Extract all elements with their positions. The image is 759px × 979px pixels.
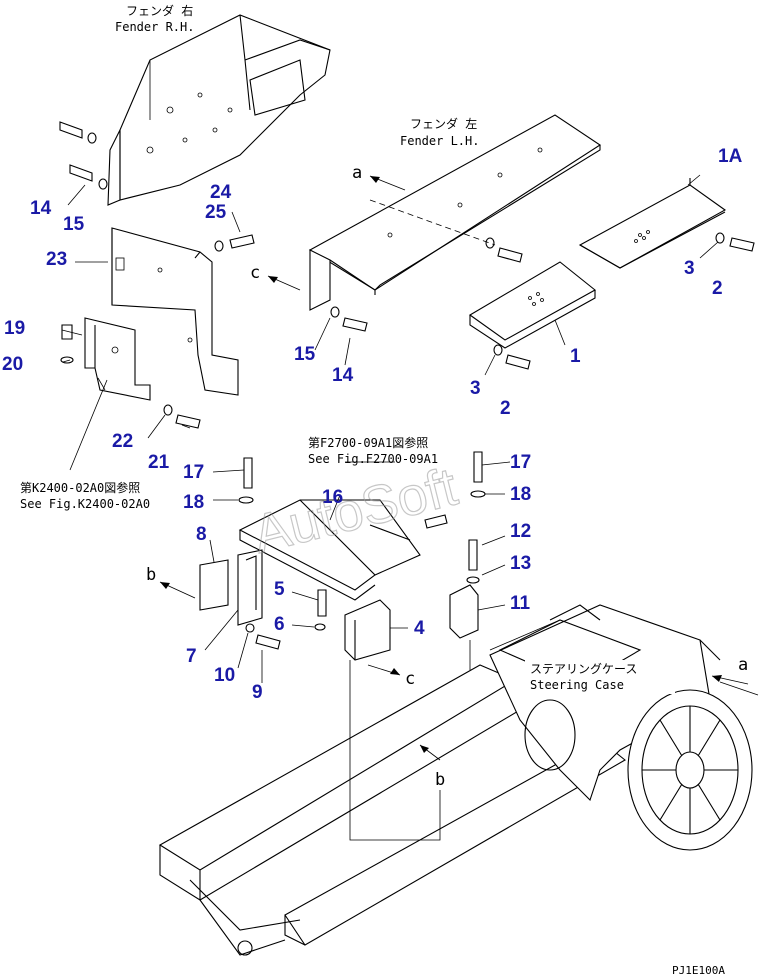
direction-letter-b-lower: b bbox=[435, 770, 445, 790]
callout-24: 24 bbox=[210, 182, 232, 203]
label-steering-case: ステアリングケース Steering Case bbox=[525, 660, 675, 694]
cross-member-16 bbox=[238, 451, 486, 601]
callout-7: 7 bbox=[186, 646, 197, 667]
part-callouts: 14 15 23 24 25 19 20 22 21 1A 3 2 1 3 2 … bbox=[2, 146, 743, 703]
callout-9: 9 bbox=[252, 682, 263, 703]
callout-1: 1 bbox=[570, 346, 581, 367]
callout-15-lower: 15 bbox=[294, 344, 316, 365]
direction-letter-b-left: b bbox=[146, 565, 156, 585]
ref-k2400-jp: 第K2400-02A0図参照 bbox=[20, 480, 140, 495]
callout-15-upper: 15 bbox=[63, 214, 85, 235]
direction-letter-a-upper: a bbox=[352, 163, 362, 183]
ref-k2400-en: See Fig.K2400-02A0 bbox=[20, 497, 150, 511]
steering-case-jp: ステアリングケース bbox=[530, 662, 637, 676]
callout-10: 10 bbox=[214, 665, 235, 686]
callout-13: 13 bbox=[510, 553, 531, 574]
fender-lh-en: Fender L.H. bbox=[400, 134, 479, 148]
callout-14-upper: 14 bbox=[30, 198, 52, 219]
callout-17-right: 17 bbox=[510, 452, 531, 473]
callout-19: 19 bbox=[4, 318, 25, 339]
direction-letter-a-right: a bbox=[738, 655, 748, 675]
callout-16: 16 bbox=[322, 487, 343, 508]
callout-2-right: 2 bbox=[712, 278, 723, 299]
fender-rh-jp: フェンダ 右 bbox=[126, 3, 193, 18]
callout-2-mid: 2 bbox=[500, 398, 511, 419]
callout-23: 23 bbox=[46, 249, 67, 270]
callout-18-left: 18 bbox=[183, 492, 204, 513]
bolts-14-15-lower bbox=[330, 306, 368, 332]
callout-25: 25 bbox=[205, 202, 227, 223]
step-1a bbox=[578, 178, 755, 269]
callout-18-right: 18 bbox=[510, 484, 531, 505]
watermark: AutoSoft bbox=[247, 457, 463, 565]
ref-f2700-en: See Fig.F2700-09A1 bbox=[308, 452, 438, 466]
direction-arrows bbox=[159, 175, 749, 761]
steering-case-en: Steering Case bbox=[530, 678, 624, 692]
callout-21: 21 bbox=[148, 452, 170, 473]
fender-lh-bolt bbox=[485, 237, 523, 263]
callout-20: 20 bbox=[2, 354, 23, 375]
drawing-code: PJ1E100A bbox=[672, 964, 725, 977]
callout-14-lower: 14 bbox=[332, 365, 354, 386]
callout-22: 22 bbox=[112, 431, 133, 452]
ref-f2700-jp: 第F2700-09A1図参照 bbox=[308, 435, 428, 450]
step-1 bbox=[468, 261, 596, 370]
fender-rh-en: Fender R.H. bbox=[115, 20, 194, 34]
fender-rh-part bbox=[107, 14, 331, 206]
label-ref-f2700: 第F2700-09A1図参照 See Fig.F2700-09A1 bbox=[308, 435, 438, 466]
fender-lh-jp: フェンダ 左 bbox=[410, 116, 477, 131]
bracket-4 bbox=[314, 589, 391, 661]
leader-lines bbox=[61, 174, 759, 841]
callout-3-mid: 3 bbox=[470, 378, 481, 399]
direction-letter-c-lower: c bbox=[405, 669, 415, 689]
callout-17-left: 17 bbox=[183, 462, 204, 483]
bracket-23 bbox=[111, 227, 239, 396]
bolt-24-25 bbox=[214, 234, 255, 252]
plate-7-8 bbox=[199, 549, 281, 650]
final-drive-wheel bbox=[627, 689, 753, 851]
label-fender-lh: フェンダ 左 Fender L.H. bbox=[400, 116, 479, 148]
label-ref-k2400: 第K2400-02A0図参照 See Fig.K2400-02A0 bbox=[20, 480, 150, 511]
callout-8: 8 bbox=[196, 524, 207, 545]
fender-lh-part bbox=[308, 114, 602, 311]
bracket-11 bbox=[449, 539, 480, 639]
callout-3-right: 3 bbox=[684, 258, 695, 279]
direction-letter-c-upper: c bbox=[250, 263, 260, 283]
mount-bracket-k2400 bbox=[60, 317, 201, 429]
callout-4: 4 bbox=[414, 618, 425, 639]
callout-5: 5 bbox=[274, 579, 285, 600]
callout-6: 6 bbox=[274, 614, 285, 635]
callout-1a: 1A bbox=[718, 146, 743, 167]
label-fender-rh: フェンダ 右 Fender R.H. bbox=[115, 3, 194, 34]
callout-11: 11 bbox=[510, 593, 531, 614]
bolts-14-15-upper bbox=[59, 121, 108, 190]
callout-12: 12 bbox=[510, 521, 531, 542]
